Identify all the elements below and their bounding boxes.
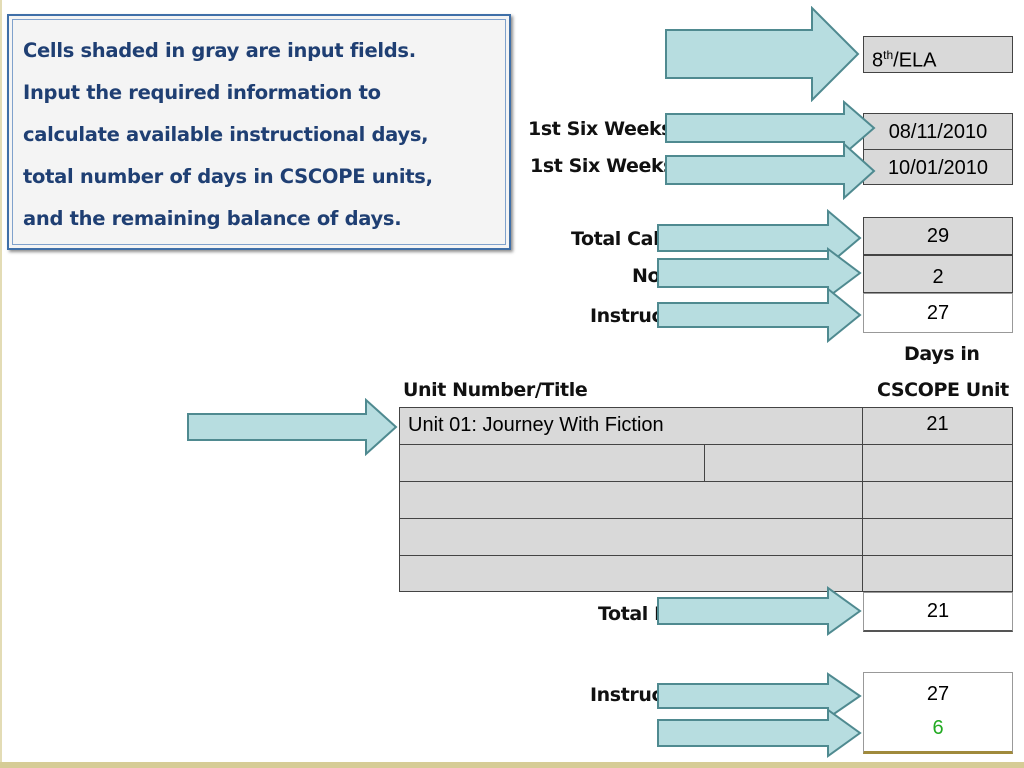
unit-days-input[interactable] [863,519,1012,555]
table-row [400,445,1012,482]
note-line: total number of days in CSCOPE units, [23,165,433,188]
table-row: Unit 01: Journey With Fiction 21 [400,408,1012,445]
note-line: Input the required information to [23,81,381,104]
end-date-input[interactable]: 10/01/2010 [863,149,1013,185]
slide-bottom-bar [0,762,1024,768]
total-cscope-days-value: 21 [863,592,1013,632]
arrow-icon [665,142,876,200]
balance-block: 27 6 [863,672,1013,754]
instruction-note-text: Cells shaded in gray are input fields. I… [23,30,503,240]
days-column-header-line2: CSCOPE Unit [877,379,1009,401]
arrow-icon [657,672,862,720]
total-calendar-days-value[interactable]: 29 [863,217,1013,255]
unit-days-input[interactable] [863,556,1012,591]
arrow-icon [665,6,860,102]
unit-title-input[interactable] [400,482,863,518]
days-column-header-line1: Days in [904,343,980,365]
total-cscope-days-label: Total I [598,603,661,625]
total-calendar-days-label: Total Cal [571,228,660,250]
unit-table: Unit 01: Journey With Fiction 21 [399,407,1013,592]
arrow-icon [657,586,862,636]
unit-title-extra-input[interactable] [705,445,863,481]
start-date-label: 1st Six Weeks [528,118,673,140]
instructional-days-available-value: 27 [926,683,950,705]
instructional-days-available-label: Instruc [590,684,663,706]
unit-days-input[interactable]: 21 [926,413,949,435]
slide-left-rule [0,0,2,762]
start-date-input[interactable]: 08/11/2010 [863,113,1013,150]
unit-title-column-header: Unit Number/Title [403,379,588,401]
note-line: Cells shaded in gray are input fields. [23,39,416,62]
unit-days-input[interactable] [863,445,1012,481]
grade-number: 8 [872,49,884,72]
note-line: and the remaining balance of days. [23,207,402,230]
remaining-balance-value: 6 [932,717,944,739]
unit-title-input[interactable] [400,445,705,481]
arrow-icon [657,209,862,267]
unit-days-input[interactable] [863,482,1012,518]
instructional-days-label: Instruc [590,305,663,327]
table-row [400,519,1012,556]
table-row [400,482,1012,519]
non-instructional-days-input[interactable]: 2 [863,255,1013,293]
note-line: calculate available instructional days, [23,123,429,146]
instructional-days-value: 27 [863,293,1013,333]
arrow-icon [657,287,862,343]
instruction-note: Cells shaded in gray are input fields. I… [7,14,511,250]
arrow-icon [657,708,862,758]
unit-title-input[interactable]: Unit 01: Journey With Fiction [400,408,863,444]
instruction-note-inner-border [12,19,506,245]
unit-title-input[interactable] [400,519,863,555]
grade-subject: /ELA [893,49,937,72]
non-instructional-days-label: No [632,265,661,287]
arrow-icon [657,247,862,299]
unit-title-input[interactable] [400,556,863,591]
end-date-label: 1st Six Weeks [530,155,675,177]
arrow-icon [187,398,398,456]
grade-subject-input[interactable]: 8th/ELA [863,36,1013,73]
table-row [400,556,1012,591]
arrow-icon [665,100,876,156]
grade-suffix: th [883,48,894,62]
